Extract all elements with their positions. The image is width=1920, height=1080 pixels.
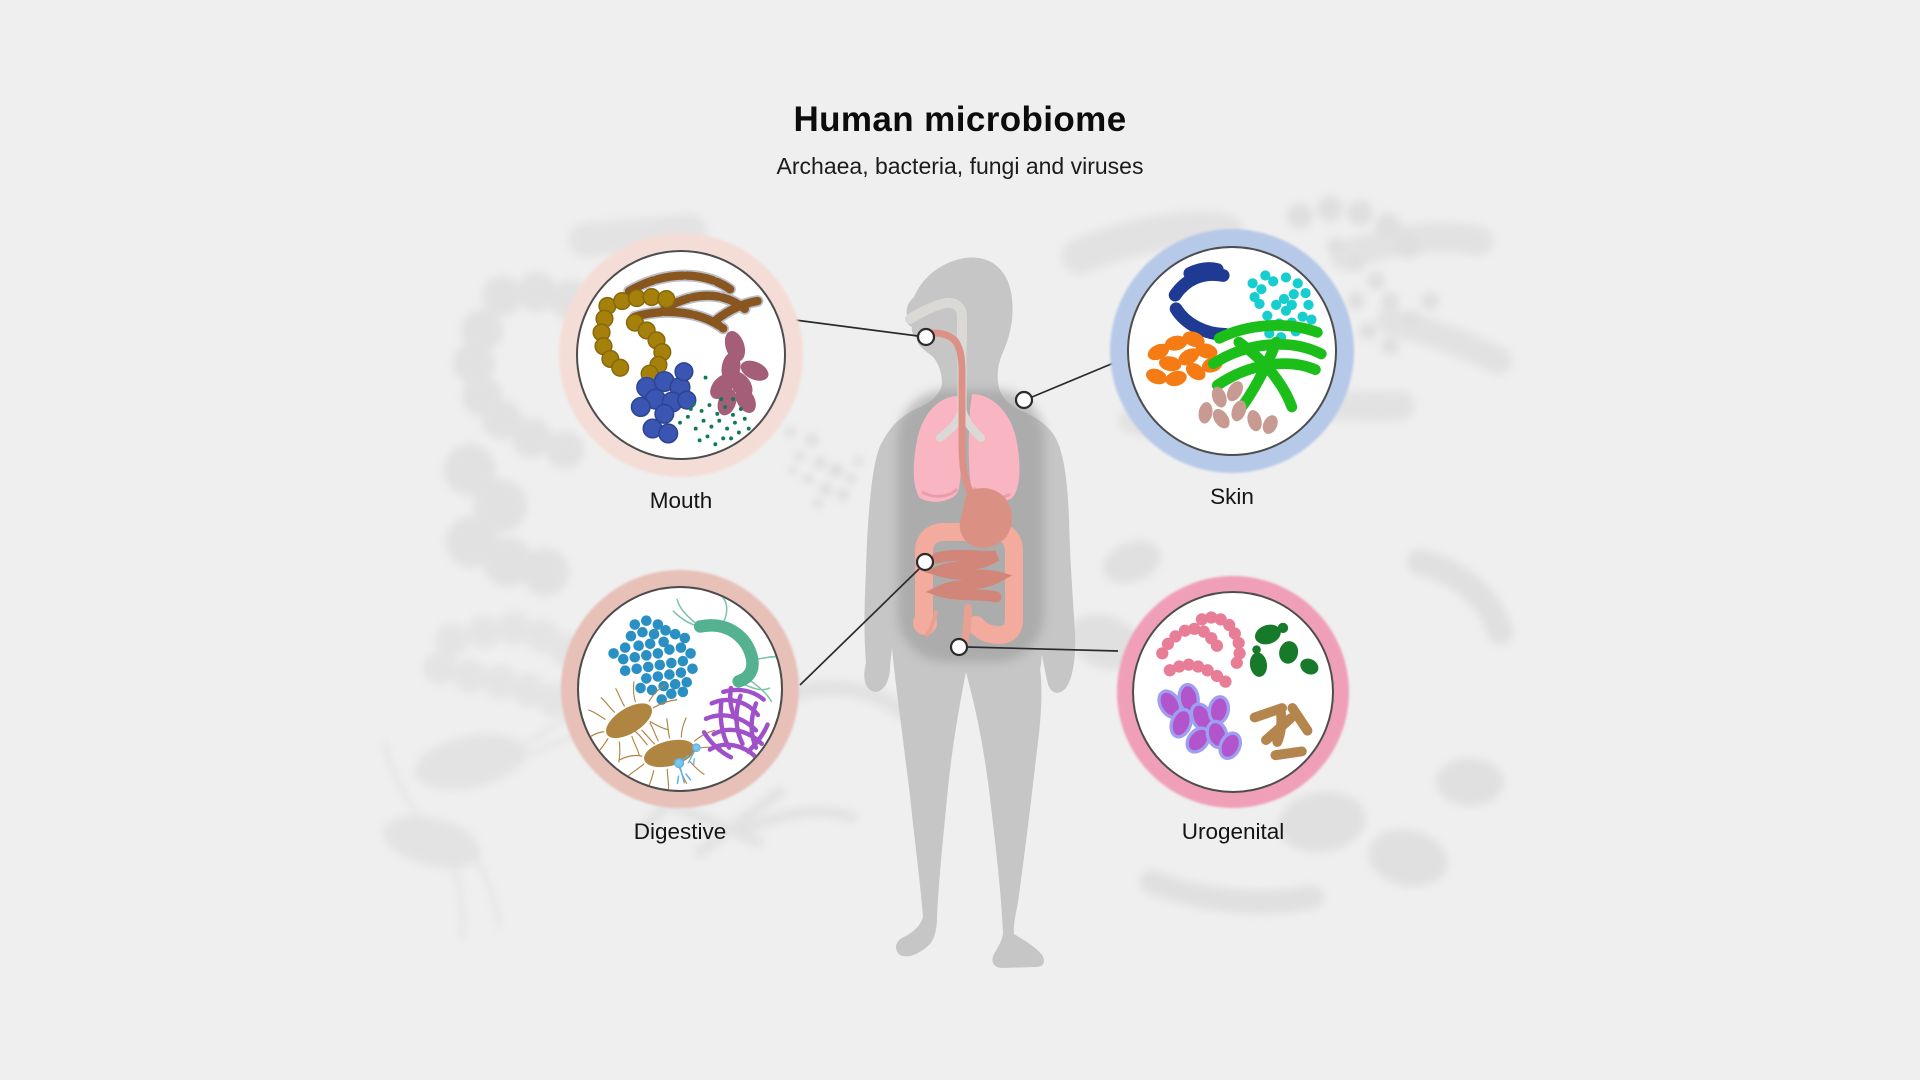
urogenital-disc	[1132, 591, 1334, 793]
skin-disc	[1127, 246, 1337, 456]
human-body-silhouette	[864, 257, 1076, 968]
skin-microbes-illustration	[1146, 262, 1327, 434]
mouth-pointer-line	[794, 319, 919, 337]
page-title: Human microbiome	[793, 100, 1127, 139]
page-subtitle: Archaea, bacteria, fungi and viruses	[776, 153, 1144, 179]
urogenital-pointer-line	[966, 646, 1119, 652]
urogenital-anchor-dot	[949, 637, 969, 657]
digestive-label: Digestive	[633, 819, 727, 844]
digestive-microbes-illustration	[579, 588, 778, 790]
mouth-inset: Mouth	[559, 233, 803, 513]
mouth-label: Mouth	[649, 488, 713, 513]
urogenital-label: Urogenital	[1181, 819, 1285, 844]
mouth-disc	[576, 250, 786, 460]
urogenital-microbes-illustration	[1156, 611, 1319, 761]
digestive-disc	[577, 586, 783, 792]
stomach-illustration	[959, 488, 1012, 548]
skin-inset: Skin	[1110, 229, 1354, 509]
skin-label: Skin	[1210, 484, 1254, 509]
digestive-pointer-line	[799, 568, 920, 686]
esophagus-illustration	[916, 329, 977, 500]
urogenital-inset: Urogenital	[1117, 576, 1349, 844]
digestive-inset: Digestive	[561, 570, 799, 844]
skin-anchor-dot	[1014, 390, 1034, 410]
mouth-anchor-dot	[916, 327, 936, 347]
skin-pointer-line	[1031, 361, 1117, 398]
mouth-microbes-illustration	[592, 269, 769, 447]
header: Human microbiome Archaea, bacteria, fung…	[0, 100, 1920, 180]
digestive-anchor-dot	[915, 552, 935, 572]
lungs-illustration	[913, 394, 1020, 503]
